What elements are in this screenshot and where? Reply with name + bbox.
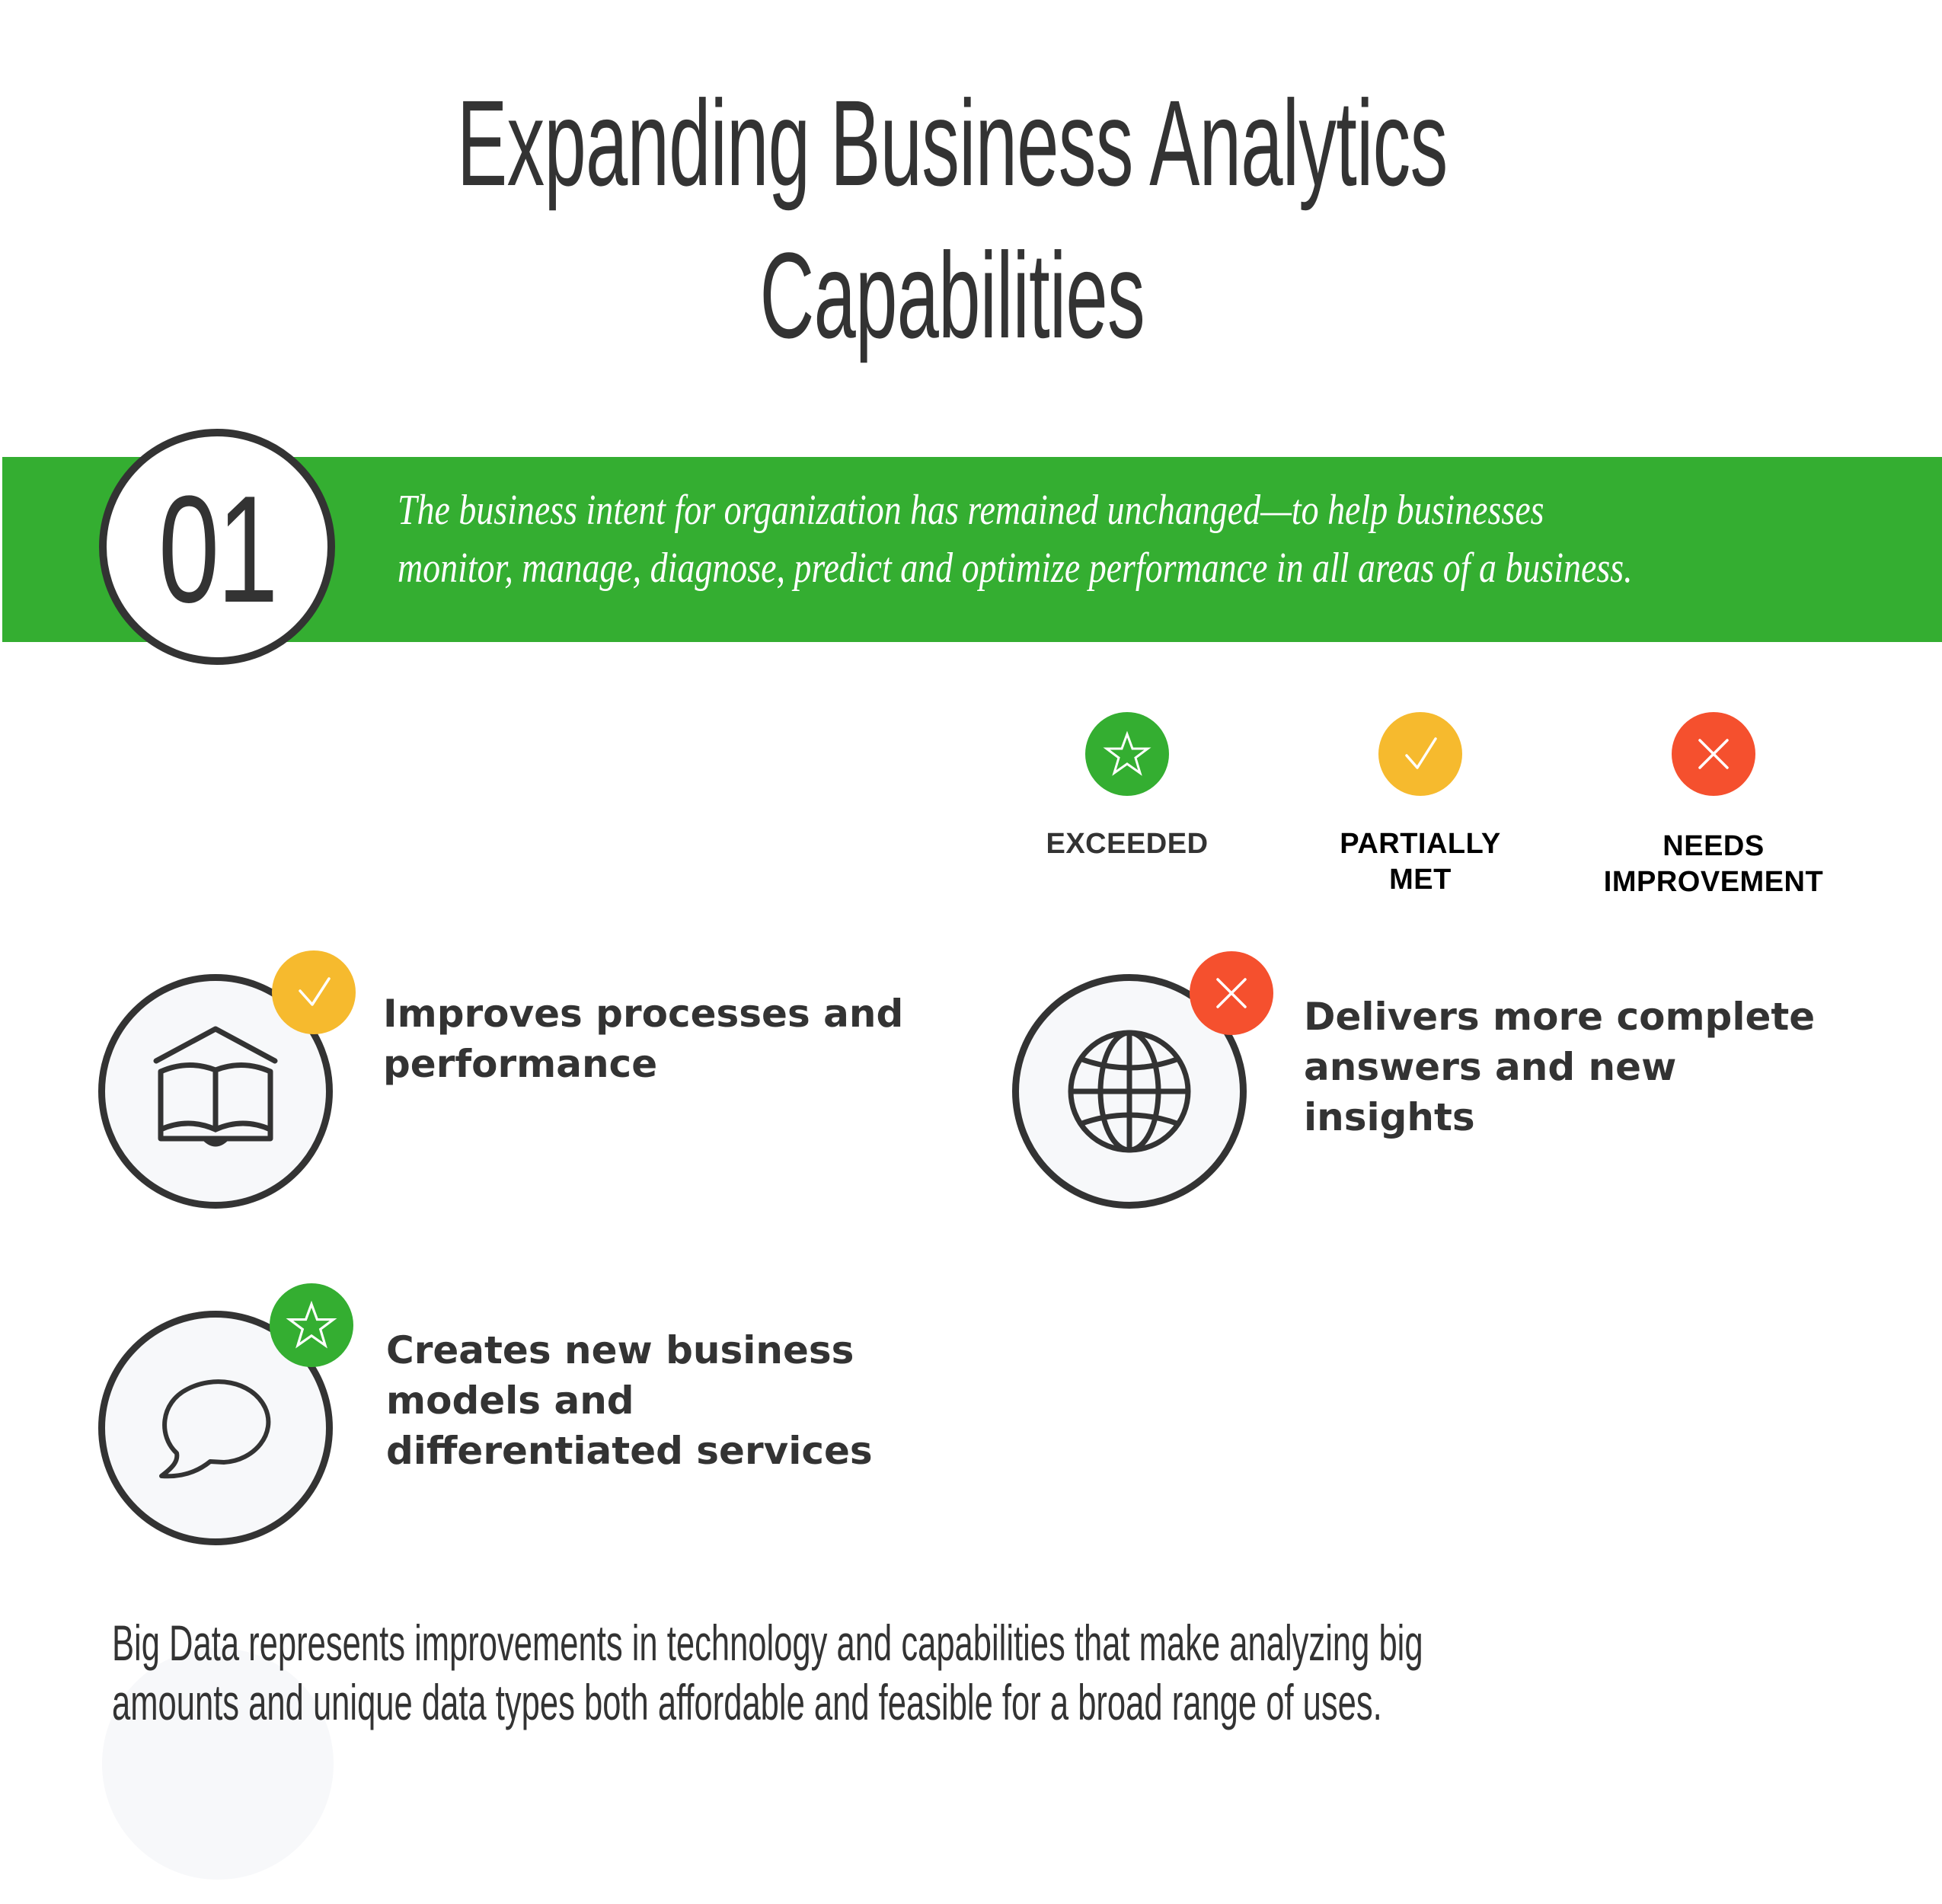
legend-label-exceeded: EXCEEDED — [1046, 828, 1209, 860]
legend-exceeded: EXCEEDED — [975, 712, 1279, 862]
item-text-line: Improves processes and — [383, 992, 904, 1036]
legend-needs-improvement: NEEDS IMPROVEMENT — [1561, 712, 1866, 900]
intent-line-1: The business intent for organization has… — [398, 487, 1544, 534]
legend-partially-met: PARTIALLY MET — [1268, 712, 1573, 898]
x-icon — [1672, 712, 1755, 796]
intent-statement: The business intent for organization has… — [398, 481, 1634, 597]
page-title-line-1: Expanding Business Analytics — [457, 75, 1448, 211]
item-text-line: models and — [386, 1378, 634, 1423]
page-title-line-2: Capabilities — [759, 227, 1145, 363]
speech-bubble-icon — [159, 1379, 271, 1479]
item-text-line: insights — [1304, 1095, 1475, 1139]
status-badge-needs-improvement — [1190, 951, 1273, 1035]
legend-label-improvement: IMPROVEMENT — [1603, 866, 1824, 898]
item-text-processes: Improves processes and performance — [383, 989, 903, 1089]
section-number: 01 — [158, 465, 278, 634]
intent-line-2: monitor, manage, diagnose, predict and o… — [398, 545, 1633, 592]
item-text-line: answers and new — [1304, 1045, 1677, 1089]
section-number-badge: 01 — [99, 429, 335, 665]
status-badge-exceeded — [270, 1283, 353, 1367]
globe-icon — [1068, 1030, 1191, 1153]
item-text-insights: Delivers more complete answers and new i… — [1304, 992, 1815, 1142]
legend-label-needs: NEEDS — [1663, 830, 1765, 862]
status-badge-partially-met — [272, 950, 356, 1034]
star-icon — [1085, 712, 1169, 796]
footer-line-1: Big Data represents improvements in tech… — [112, 1615, 1423, 1671]
x-icon — [1216, 978, 1247, 1008]
footer-paragraph: Big Data represents improvements in tech… — [112, 1613, 1423, 1732]
item-text-line: performance — [383, 1042, 658, 1086]
star-icon — [286, 1300, 337, 1349]
item-text-line: Creates new business — [386, 1328, 854, 1372]
decorative-circle — [102, 1648, 334, 1880]
item-icon-circle-processes — [98, 974, 333, 1209]
footer-line-2: amounts and unique data types both affor… — [112, 1674, 1382, 1730]
check-icon — [1378, 712, 1462, 796]
item-text-business-models: Creates new business models and differen… — [386, 1325, 873, 1476]
item-text-line: Delivers more complete — [1304, 995, 1816, 1039]
legend-label-met: MET — [1389, 864, 1452, 896]
legend-label-partially: PARTIALLY — [1340, 828, 1501, 860]
check-icon — [299, 977, 331, 1006]
item-text-line: differentiated services — [386, 1429, 873, 1473]
book-house-icon — [153, 1026, 278, 1147]
